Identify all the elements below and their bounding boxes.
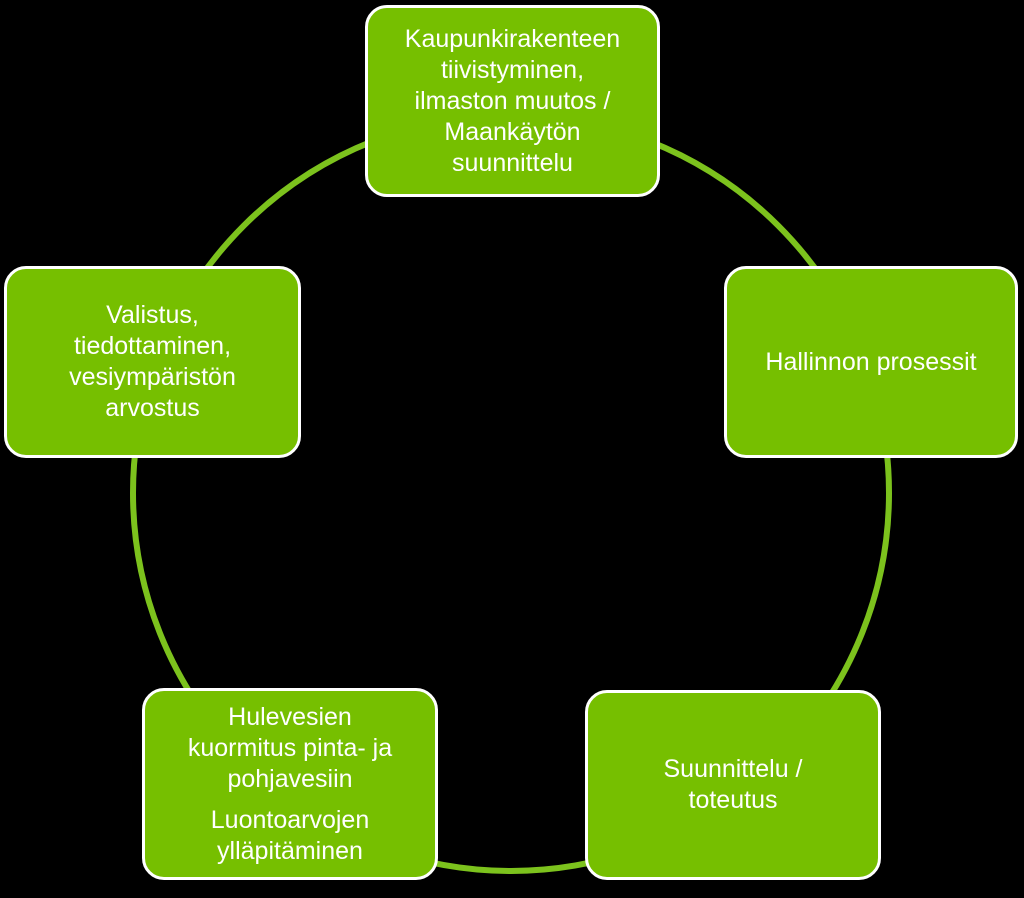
node-text-line: Hulevesien xyxy=(228,702,352,731)
node-text-line: Valistus, xyxy=(106,301,199,329)
node-text-line: pohjavesiin xyxy=(227,764,353,793)
node-text-line: tiedottaminen, xyxy=(73,332,232,360)
node-text-line: Kaupunkirakenteen xyxy=(404,24,621,53)
node-text-line: Maankäytön xyxy=(444,117,581,146)
node-text-block: Hulevesien kuormitus pinta- ja pohjavesi… xyxy=(188,702,392,795)
node-text-line: Suunnittelu / xyxy=(663,755,803,783)
node-education-communication: Valistus, tiedottaminen, vesiympäristön … xyxy=(4,266,301,458)
node-text-line: toteutus xyxy=(688,786,778,814)
node-land-use-planning: Kaupunkirakenteen tiivistyminen, ilmasto… xyxy=(365,5,660,197)
node-text-block: Hallinnon prosessit xyxy=(765,347,976,378)
node-text-line: arvostus xyxy=(105,394,200,422)
node-text-line: vesiympäristön xyxy=(69,363,236,391)
node-administrative-processes: Hallinnon prosessit xyxy=(724,266,1018,458)
node-text-line: suunnittelu xyxy=(452,148,573,177)
node-text-line: ilmaston muutos / xyxy=(414,86,611,115)
node-text-block: Luontoarvojen ylläpitäminen xyxy=(211,805,369,867)
node-text-line: Hallinnon prosessit xyxy=(765,347,977,376)
node-text-block: Kaupunkirakenteen tiivistyminen, ilmasto… xyxy=(405,24,620,179)
node-text-block: Suunnittelu / toteutus xyxy=(664,754,803,816)
node-text-line: ylläpitäminen xyxy=(217,836,363,865)
node-text-line: Luontoarvojen xyxy=(210,805,370,834)
node-stormwater-load: Hulevesien kuormitus pinta- ja pohjavesi… xyxy=(142,688,438,880)
node-text-block: Valistus, tiedottaminen, vesiympäristön … xyxy=(69,300,236,424)
node-text-line: tiivistyminen, xyxy=(440,55,585,84)
node-planning-implementation: Suunnittelu / toteutus xyxy=(585,690,881,880)
node-text-line: kuormitus pinta- ja xyxy=(187,733,393,762)
